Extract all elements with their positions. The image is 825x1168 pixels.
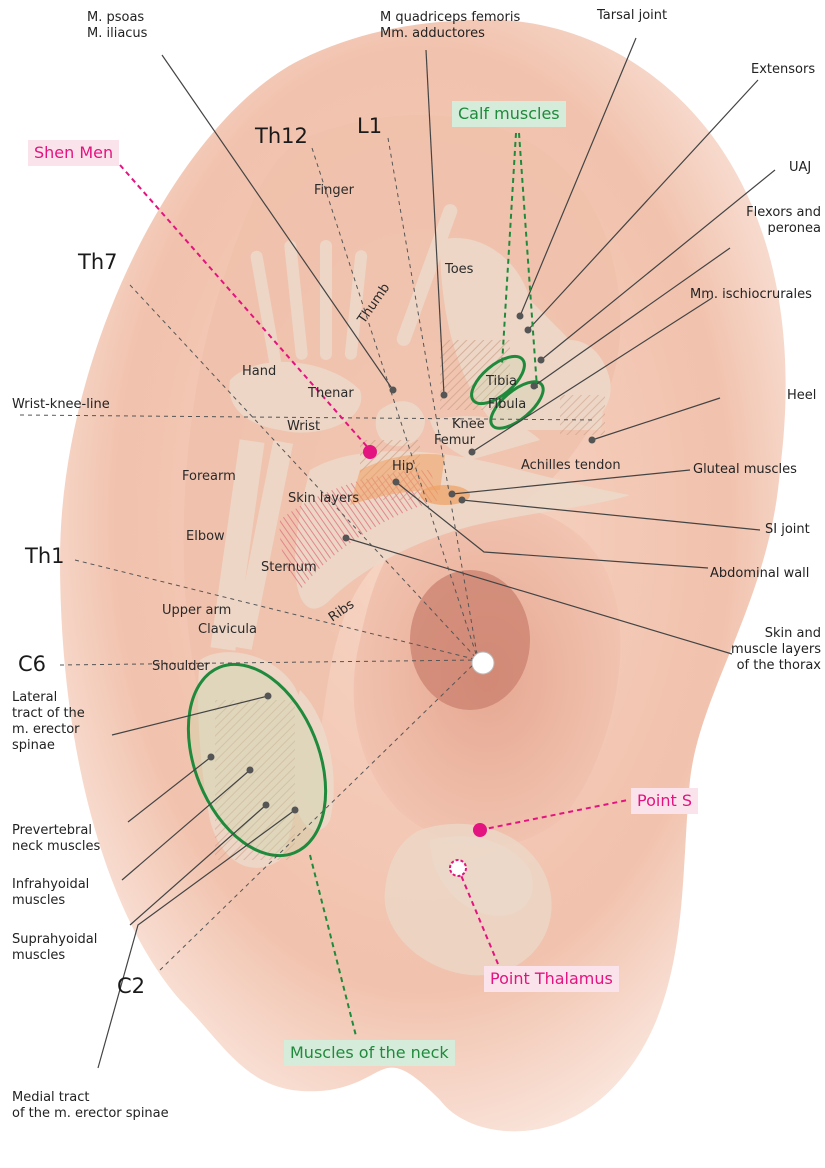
label-uaj: UAJ — [789, 160, 811, 176]
label-flexors: Flexors andperonea — [735, 205, 821, 237]
label-fibula: Fibula — [488, 397, 526, 413]
label-abdominal-wall: Abdominal wall — [710, 566, 809, 582]
label-achilles: Achilles tendon — [521, 458, 621, 474]
label-thorax: Skin andmuscle layersof the thorax — [705, 626, 821, 674]
label-suprahyoidal: Suprahyoidalmuscles — [12, 932, 122, 964]
label-infrahyoidal: Infrahyoidalmuscles — [12, 877, 122, 909]
label-lateral-tract-l3: m. erector — [12, 722, 80, 737]
label-suprahyoidal-l2: muscles — [12, 948, 65, 963]
label-infrahyoidal-l1: Infrahyoidal — [12, 877, 89, 892]
label-quadriceps-l1: M quadriceps femoris — [380, 10, 520, 25]
label-prevertebral-l2: neck muscles — [12, 839, 100, 854]
label-sternum: Sternum — [261, 560, 317, 576]
label-tibia: Tibia — [486, 374, 517, 390]
shen-men-point — [363, 445, 377, 459]
label-forearm: Forearm — [182, 469, 236, 485]
tag-calf-muscles: Calf muscles — [452, 101, 566, 127]
label-hip: Hip — [392, 459, 414, 475]
label-medial-tract-l2: of the m. erector spinae — [12, 1106, 169, 1121]
label-l1: L1 — [357, 114, 382, 138]
label-suprahyoidal-l1: Suprahyoidal — [12, 932, 97, 947]
label-tarsal-joint: Tarsal joint — [597, 8, 667, 24]
label-prevertebral: Prevertebralneck muscles — [12, 823, 122, 855]
label-prevertebral-l1: Prevertebral — [12, 823, 92, 838]
label-c2: C2 — [117, 974, 145, 998]
label-th7: Th7 — [78, 250, 118, 274]
label-wrist: Wrist — [287, 419, 320, 435]
label-heel: Heel — [787, 388, 816, 404]
label-lateral-tract: Lateraltract of them. erectorspinae — [12, 690, 112, 754]
label-clavicula: Clavicula — [198, 622, 257, 638]
label-extensors: Extensors — [751, 62, 815, 78]
label-thorax-l1: Skin and — [765, 626, 821, 641]
point-thalamus-marker — [450, 860, 466, 876]
label-psoas-l2: M. iliacus — [87, 26, 147, 41]
label-toes: Toes — [445, 262, 473, 278]
label-thorax-l2: muscle layers — [731, 642, 821, 657]
label-medial-tract: Medial tractof the m. erector spinae — [12, 1090, 212, 1122]
point-s-marker — [473, 823, 487, 837]
tag-shen-men: Shen Men — [28, 140, 119, 166]
label-upper-arm: Upper arm — [162, 603, 231, 619]
label-skin-layers: Skin layers — [288, 491, 359, 507]
label-shoulder: Shoulder — [152, 659, 210, 675]
label-femur: Femur — [434, 433, 475, 449]
label-psoas: M. psoasM. iliacus — [87, 10, 177, 42]
label-infrahyoidal-l2: muscles — [12, 893, 65, 908]
tag-point-thalamus: Point Thalamus — [484, 966, 619, 992]
label-gluteal: Gluteal muscles — [693, 462, 797, 478]
label-lateral-tract-l2: tract of the — [12, 706, 85, 721]
label-wrist-knee-line: Wrist-knee-line — [12, 397, 110, 413]
label-lateral-tract-l1: Lateral — [12, 690, 57, 705]
label-elbow: Elbow — [186, 529, 225, 545]
label-flexors-l2: peronea — [768, 221, 821, 236]
hatch-heel — [560, 395, 605, 435]
label-medial-tract-l1: Medial tract — [12, 1090, 89, 1105]
label-finger: Finger — [314, 183, 354, 199]
label-c6: C6 — [18, 652, 46, 676]
label-lateral-tract-l4: spinae — [12, 738, 55, 753]
label-quadriceps: M quadriceps femorisMm. adductores — [380, 10, 550, 42]
convergence-point — [472, 652, 494, 674]
label-knee: Knee — [452, 417, 485, 433]
label-th1: Th1 — [25, 544, 65, 568]
label-si-joint: SI joint — [765, 522, 810, 538]
tag-neck-muscles: Muscles of the neck — [284, 1040, 455, 1066]
label-thorax-l3: of the thorax — [737, 658, 821, 673]
label-flexors-l1: Flexors and — [746, 205, 821, 220]
label-thenar: Thenar — [308, 386, 354, 402]
label-hand: Hand — [242, 364, 276, 380]
label-th12: Th12 — [255, 124, 308, 148]
label-ischiocrurales: Mm. ischiocrurales — [690, 287, 812, 303]
tag-point-s: Point S — [631, 788, 698, 814]
label-psoas-l1: M. psoas — [87, 10, 144, 25]
ear-canal — [410, 570, 530, 710]
label-quadriceps-l2: Mm. adductores — [380, 26, 485, 41]
